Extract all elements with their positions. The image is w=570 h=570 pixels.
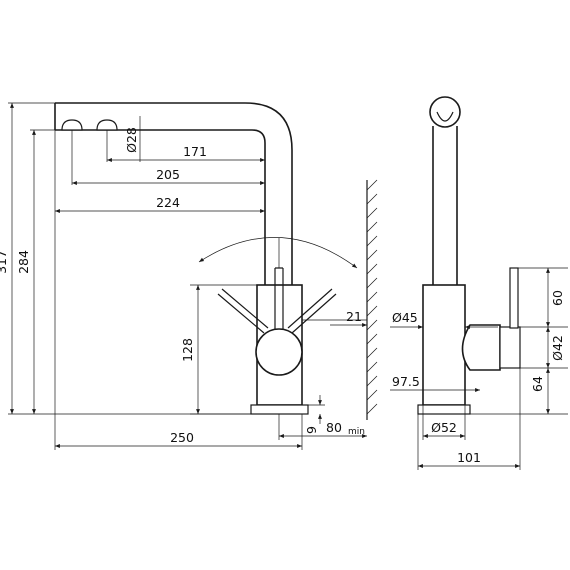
dim-284: 284: [16, 250, 31, 274]
dim-80: 80: [326, 420, 342, 435]
side-base: [417, 404, 471, 415]
front-view: 317 284 Ø28 171 205 224 128 21 250 9 80 …: [0, 102, 378, 450]
dim-21: 21: [346, 309, 362, 324]
dim-205: 205: [156, 167, 180, 182]
aerator-right: [96, 119, 118, 131]
dim-diameter-45: Ø45: [392, 310, 418, 325]
wall-hatch: [366, 179, 378, 415]
side-lever: [509, 267, 519, 329]
faucet-base: [250, 404, 309, 415]
handle-hub: [255, 328, 303, 376]
dim-171: 171: [183, 144, 207, 159]
dim-250: 250: [170, 430, 194, 445]
spout-outline: [54, 102, 293, 290]
lever-left: [217, 288, 269, 334]
side-body: [422, 284, 466, 406]
dim-128: 128: [180, 338, 195, 362]
side-view: Ø45 60 Ø42 97.5 64 Ø52 101: [390, 96, 568, 470]
aerator-left: [61, 119, 83, 131]
dim-64: 64: [530, 376, 545, 392]
dim-97-5: 97.5: [392, 374, 420, 389]
dim-101: 101: [457, 450, 481, 465]
dim-80-min-label: min: [348, 427, 365, 437]
lever-right: [287, 288, 337, 334]
dim-60: 60: [550, 290, 565, 306]
rotation-arc: [198, 237, 358, 269]
dim-9: 9: [304, 426, 319, 434]
dim-224: 224: [156, 195, 180, 210]
dim-diameter-52: Ø52: [431, 420, 457, 435]
side-handle: [461, 324, 501, 371]
side-spout: [432, 126, 458, 285]
dim-317: 317: [0, 250, 9, 274]
dim-diameter-28: Ø28: [124, 127, 139, 153]
dim-diameter-42: Ø42: [550, 335, 565, 361]
side-spout-top: [429, 96, 461, 128]
